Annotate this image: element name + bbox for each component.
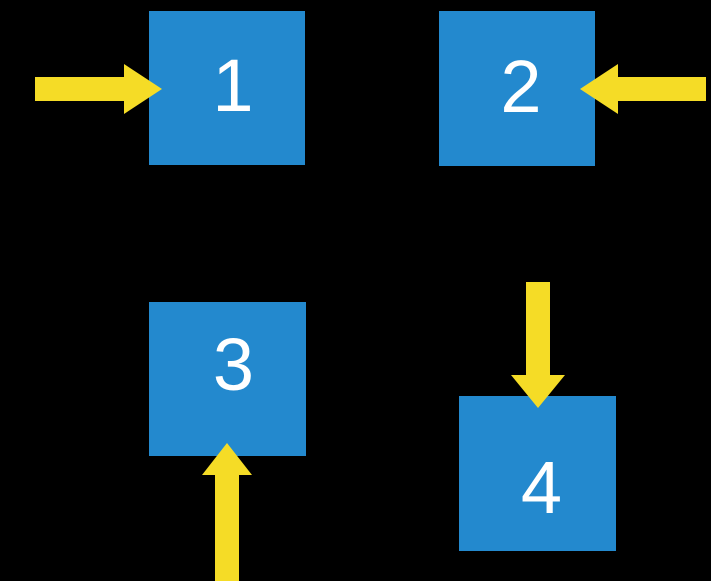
box-node-3[interactable]: 3	[149, 302, 306, 456]
box-node-4[interactable]: 4	[459, 396, 616, 551]
arrow-left-shape	[580, 64, 706, 114]
box-node-2-label: 2	[500, 44, 542, 128]
box-node-4-label: 4	[520, 445, 563, 529]
arrow-down-into-box-4	[511, 282, 565, 408]
box-node-1-label: 1	[212, 44, 254, 127]
box-node-1[interactable]: 1	[149, 11, 305, 165]
arrow-right-shape	[35, 64, 162, 114]
arrow-up-into-box-3	[202, 443, 252, 581]
box-node-2[interactable]: 2	[439, 11, 595, 166]
box-node-3-label: 3	[212, 323, 255, 406]
arrow-right-into-box-1	[35, 64, 162, 114]
arrow-down-shape	[511, 282, 565, 408]
arrow-left-into-box-2	[580, 64, 706, 114]
arrow-up-shape	[202, 443, 252, 581]
